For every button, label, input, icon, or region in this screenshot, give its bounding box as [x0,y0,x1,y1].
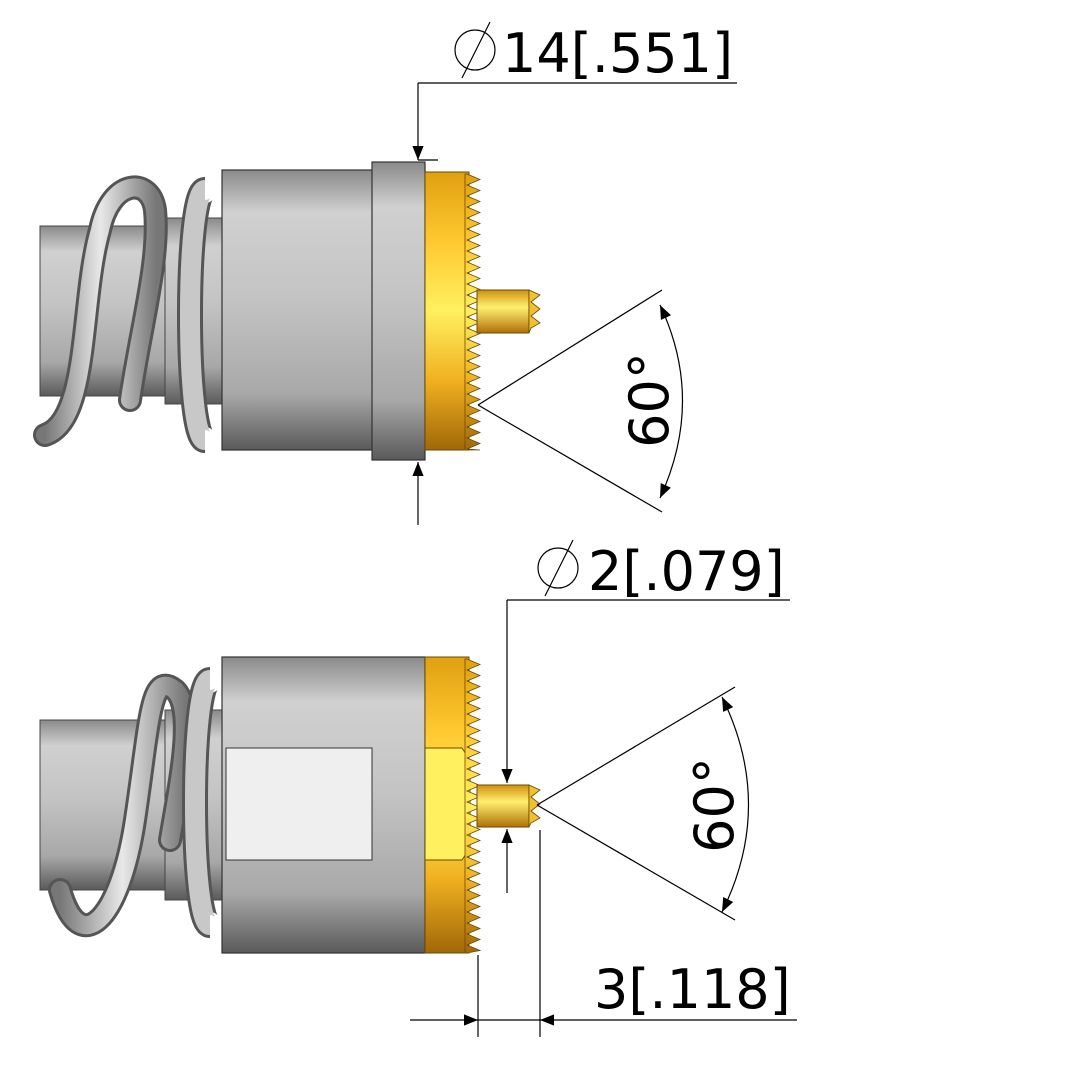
contact-pin [476,289,530,334]
diameter-label-2: 2[.079] [588,540,785,603]
angle-arc [659,304,683,499]
angle-line-upper [536,686,736,806]
diameter-symbol [537,539,579,597]
diameter-label-14: 14[.551] [502,22,733,85]
angle-arc [721,696,750,913]
length-label-3: 3[.118] [594,958,791,1021]
pin-tip [528,289,541,334]
top-view: 14[.551] Ø 60° [33,21,737,525]
angle-line-upper [477,289,663,406]
cable-tube [39,719,181,891]
contact-pin [476,784,530,828]
body-step [371,161,426,461]
angle-label-top: 60° [618,352,681,448]
pin-tip [528,784,541,828]
diameter-symbol [454,21,496,79]
gold-ring [424,171,470,451]
wrench-flat [225,747,373,861]
angle-label-bottom: 60° [683,757,746,853]
bottom-view: 2[.079] Ø 60° 3[.118] [39,539,797,1037]
angle-line-lower [536,804,736,921]
serrated-edge [464,658,482,954]
angle-line-lower [477,404,663,513]
serrated-edge [464,173,482,451]
gold-hex-flat [424,747,471,861]
